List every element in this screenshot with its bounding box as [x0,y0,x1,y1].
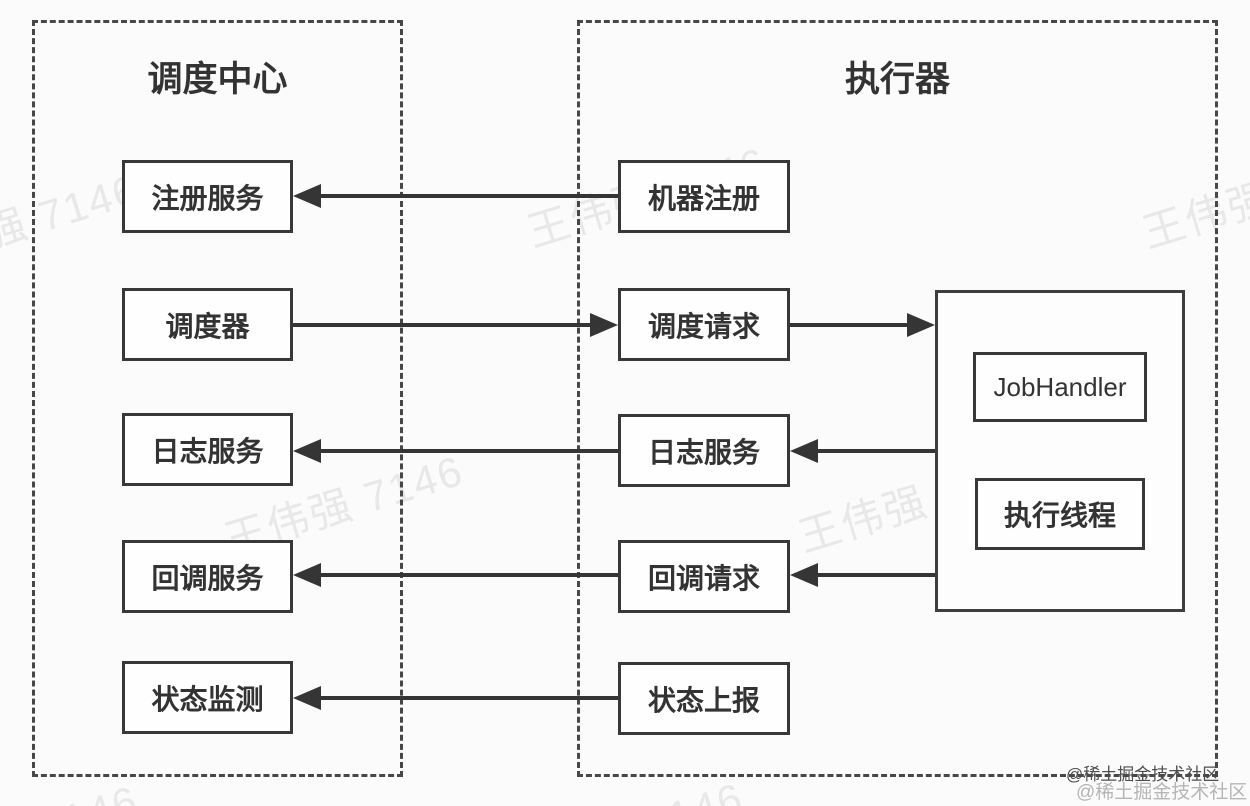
node-status-report: 状态上报 [618,662,790,735]
arrowhead-left-icon [293,439,321,463]
arrowhead-left-icon [790,439,818,463]
panel-scheduling-center: 调度中心 [32,20,403,777]
edge-runtime-to-log-service-executor-line [815,449,935,453]
node-register-service: 注册服务 [122,160,293,233]
node-status-monitor: 状态监测 [122,661,293,734]
executor-title: 执行器 [844,60,950,99]
arrowhead-left-icon [293,563,321,587]
community-watermark-dark: @稀土掘金技术社区 [1066,765,1220,784]
node-log-service-center: 日志服务 [122,413,293,486]
edge-schedule-request-to-runtime-line [790,323,910,327]
node-callback-request: 回调请求 [618,540,790,613]
community-watermark-light: @稀土掘金技术社区 [1076,782,1248,803]
node-callback-service: 回调服务 [122,540,293,613]
edge-callback-request-to-callback-service-line [318,573,618,577]
scheduling-center-title: 调度中心 [147,60,288,99]
node-exec-thread: 执行线程 [975,478,1145,550]
node-scheduler: 调度器 [122,288,293,361]
executor-runtime-box [935,290,1185,612]
node-schedule-request: 调度请求 [618,288,790,361]
arrowhead-right-icon [907,313,935,337]
edge-status-report-to-status-monitor-line [318,696,618,700]
panel-executor: 执行器 [577,20,1218,777]
edge-log-executor-to-log-center-line [318,449,618,453]
edge-scheduler-to-schedule-request-line [293,323,593,327]
node-jobhandler: JobHandler [973,352,1147,422]
node-log-service-executor: 日志服务 [618,414,790,487]
arrowhead-right-icon [590,313,618,337]
arrowhead-left-icon [790,563,818,587]
edge-runtime-to-callback-request-line [815,573,935,577]
arrowhead-left-icon [293,686,321,710]
arrowhead-left-icon [293,184,321,208]
edge-machine-register-to-register-service-line [318,194,618,198]
node-machine-register: 机器注册 [618,160,790,233]
